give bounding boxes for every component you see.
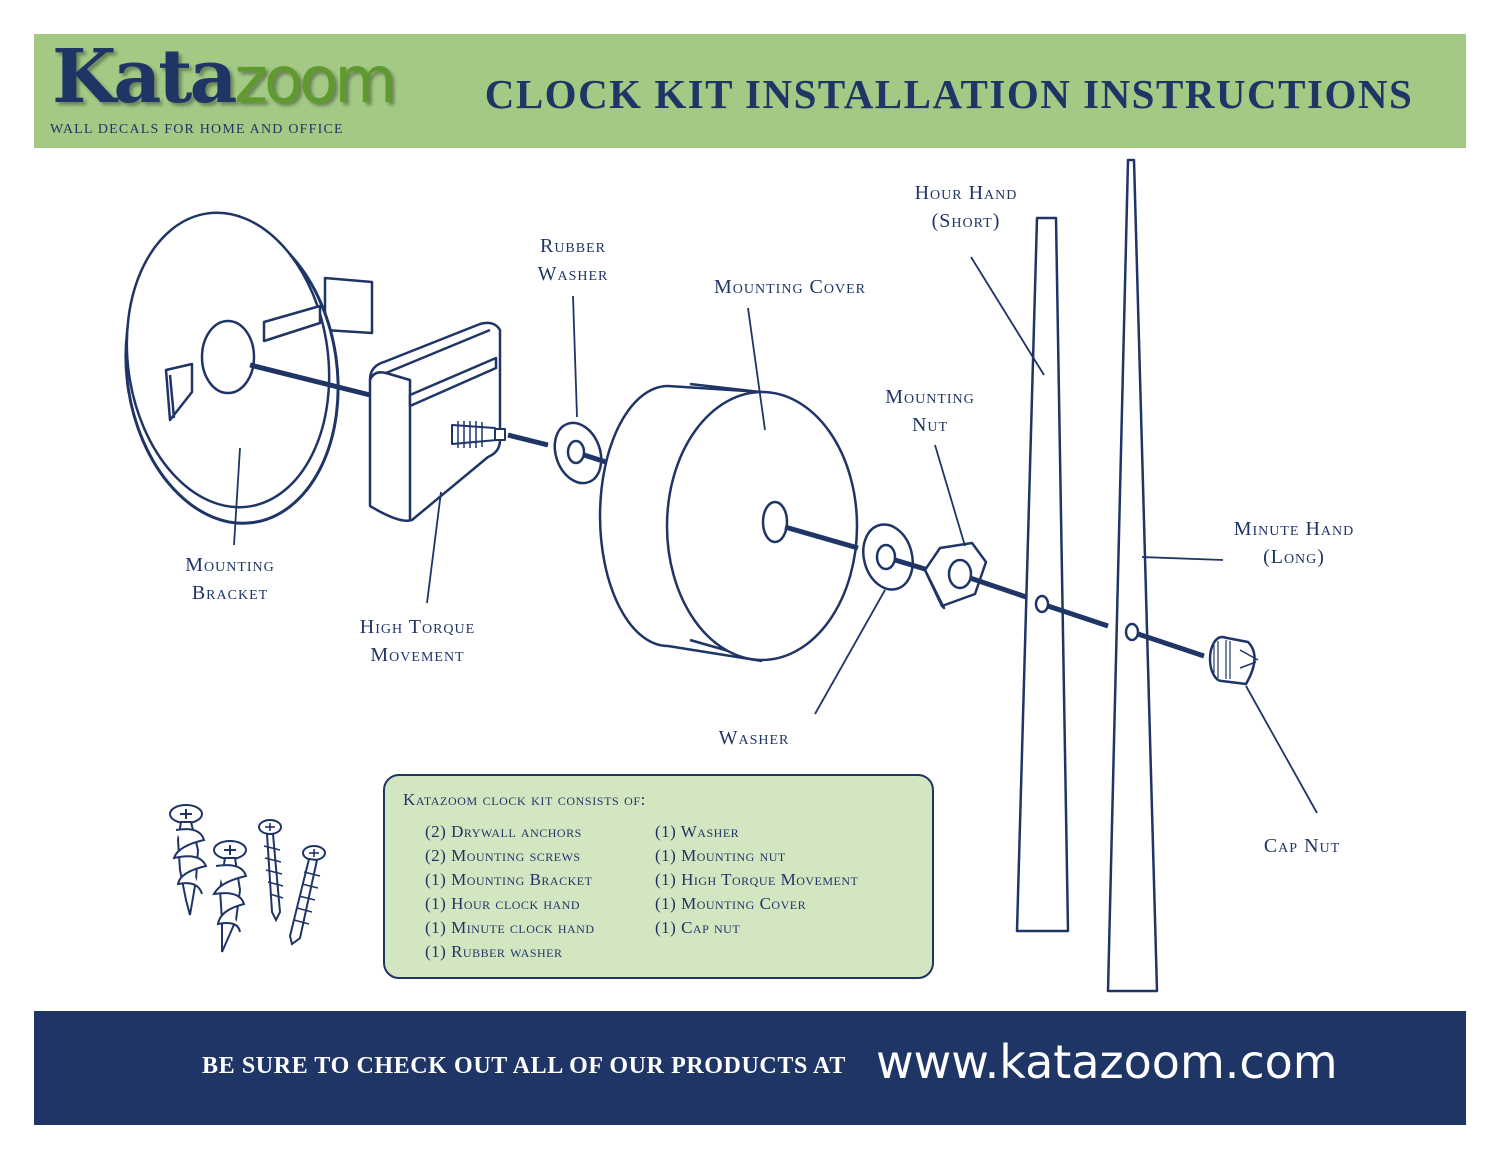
kit-item: (1) Minute clock hand	[425, 918, 595, 937]
minute-hand-drawing	[1106, 158, 1159, 993]
kit-item: (1) High Torque Movement	[655, 870, 859, 889]
label-mounting-cover: Mounting Cover	[714, 276, 866, 298]
label-mounting-bracket: Mounting Bracket	[150, 551, 310, 607]
drywall-anchor-1	[169, 804, 208, 916]
label-line: (Short)	[931, 210, 1001, 232]
footer-website-link[interactable]: www.katazoom.com	[876, 1035, 1338, 1089]
kit-item: (1) Washer	[655, 822, 740, 841]
label-washer: Washer	[718, 727, 790, 749]
kit-contents-right-column: (1) Washer (1) Mounting nut (1) High Tor…	[655, 820, 858, 940]
mounting-nut-drawing	[923, 541, 988, 610]
kit-item: (2) Drywall anchors	[425, 822, 582, 841]
label-minute-hand: Minute Hand (Long)	[1212, 515, 1376, 571]
logo-text-zoom: zoom	[234, 44, 396, 118]
washer-drawing	[862, 523, 914, 591]
mounting-cover-drawing	[598, 382, 859, 663]
header-banner: Katazoom WALL DECALS FOR HOME AND OFFICE…	[34, 34, 1466, 148]
label-mounting-nut: Mounting Nut	[862, 383, 998, 439]
movement-drawing	[368, 321, 506, 522]
drywall-anchor-2	[212, 840, 248, 953]
label-line: (Long)	[1263, 546, 1325, 568]
footer-text: BE SURE TO CHECK OUT ALL OF OUR PRODUCTS…	[202, 1053, 846, 1079]
hour-hand-drawing	[1015, 216, 1070, 933]
label-rubber-washer: Rubber Washer	[510, 232, 636, 288]
cap-nut-drawing	[1208, 635, 1259, 686]
label-line: High Torque	[359, 616, 476, 638]
kit-item: (1) Hour clock hand	[425, 894, 581, 913]
label-line: Minute Hand	[1233, 518, 1355, 540]
label-line: Movement	[370, 644, 465, 666]
kit-item: (1) Mounting nut	[655, 846, 786, 865]
kit-item: (1) Mounting Cover	[655, 894, 807, 913]
logo-tagline: WALL DECALS FOR HOME AND OFFICE	[50, 122, 344, 137]
label-high-torque-movement: High Torque Movement	[330, 613, 505, 669]
page-title: CLOCK KIT INSTALLATION INSTRUCTIONS	[484, 71, 1414, 117]
label-line: Mounting	[185, 554, 275, 576]
mounting-bracket-drawing	[124, 211, 374, 525]
label-line: Washer	[537, 263, 609, 285]
label-line: Hour Hand	[914, 182, 1018, 204]
footer-banner: BE SURE TO CHECK OUT ALL OF OUR PRODUCTS…	[34, 1011, 1466, 1125]
katazoom-logo: Katazoom	[52, 40, 397, 114]
kit-contents-box: Katazoom clock kit consists of: (2) Dryw…	[383, 774, 934, 979]
mounting-screw-2	[288, 845, 326, 946]
label-hour-hand: Hour Hand (Short)	[890, 179, 1042, 235]
screws-and-anchors-drawing	[169, 804, 326, 953]
label-line: Rubber	[539, 235, 606, 257]
label-line: Mounting	[885, 386, 975, 408]
rubber-washer-drawing	[553, 421, 603, 485]
label-line: Bracket	[191, 582, 269, 604]
kit-item: (1) Rubber washer	[425, 942, 563, 961]
logo-text-kata: Kata	[52, 34, 237, 120]
kit-item: (2) Mounting screws	[425, 846, 581, 865]
leader-lines	[233, 256, 1318, 814]
kit-contents-left-column: (2) Drywall anchors (2) Mounting screws …	[425, 820, 595, 964]
label-line: Nut	[911, 414, 949, 436]
label-cap-nut: Cap Nut	[1263, 835, 1341, 857]
kit-item: (1) Cap nut	[655, 918, 741, 937]
kit-contents-title: Katazoom clock kit consists of:	[403, 790, 646, 809]
mounting-screw-1	[258, 819, 284, 923]
kit-item: (1) Mounting Bracket	[425, 870, 593, 889]
